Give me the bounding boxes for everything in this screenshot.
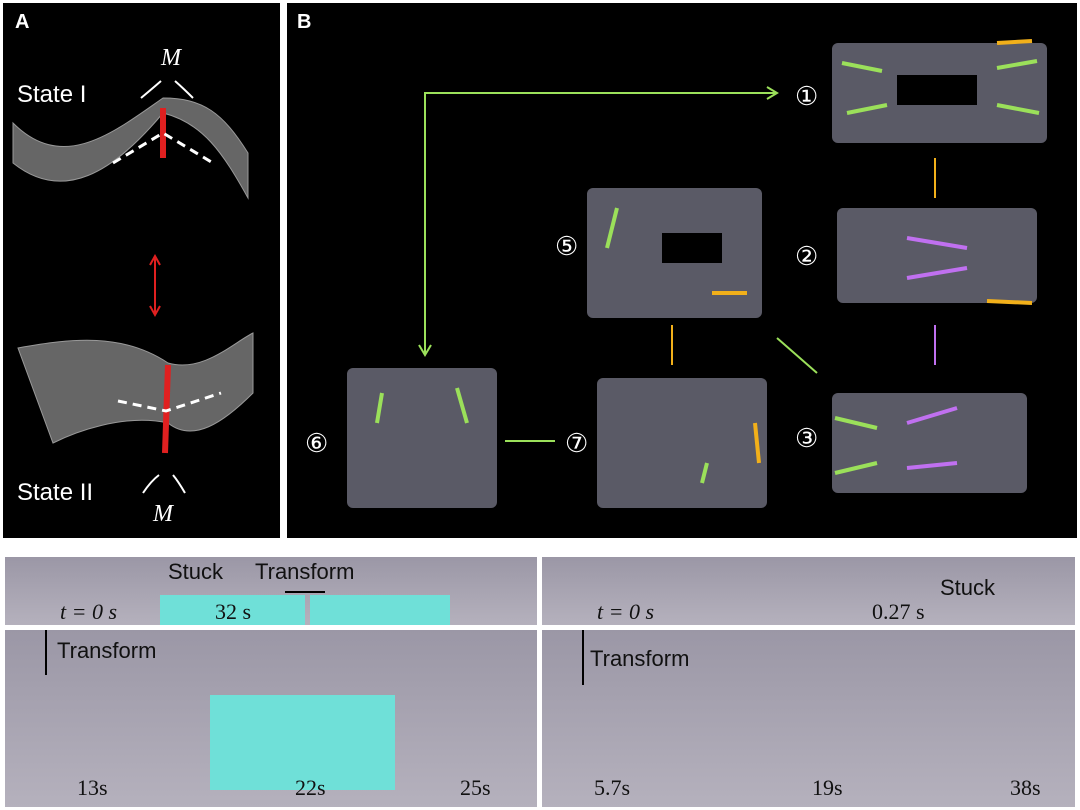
time-left-25: 25s <box>460 775 491 800</box>
right-arrow <box>285 591 325 593</box>
strip-state-1 <box>12 97 249 200</box>
moment-arrows-1 <box>140 80 194 99</box>
state-2-number: ② <box>795 241 819 271</box>
fold-dash-1 <box>112 131 214 165</box>
fold-dash-2 <box>117 391 222 413</box>
photo-right-top: Stuck t = 0 s 0.27 s <box>542 557 1075 625</box>
state-5-number: ⑤ <box>555 231 579 261</box>
moment-label-1: M <box>161 45 181 71</box>
time-right-57: 5.7s <box>594 775 631 800</box>
panel-b-label: B <box>297 11 312 33</box>
photo-left-top: Stuck Transform t = 0 s 32 s <box>5 557 537 625</box>
config-2 <box>837 208 1037 303</box>
panel-a-graphic <box>12 80 254 494</box>
config-7 <box>597 378 767 508</box>
time-left-32: 32 s <box>215 599 252 624</box>
time-right-38: 38s <box>1010 775 1041 800</box>
transform-label-top: Transform <box>255 559 355 584</box>
down-arrow-right <box>582 630 584 685</box>
origami-mat-1 <box>160 595 305 625</box>
transform-label-right: Transform <box>590 646 690 671</box>
panel-a-label: A <box>15 11 30 33</box>
panel-b-graphic <box>347 39 1047 508</box>
panel-b: B ① ② ③ ⑤ ⑥ ⑦ <box>287 3 1077 538</box>
hinge-red-2 <box>162 364 171 454</box>
strip-state-2 <box>17 332 254 444</box>
moment-label-2: M <box>153 501 173 527</box>
time-right-027: 0.27 s <box>872 599 925 624</box>
time-right-0: t = 0 s <box>597 599 655 624</box>
state-6-number: ⑥ <box>305 428 329 458</box>
config-6 <box>347 368 497 508</box>
down-arrow-left <box>45 630 47 675</box>
state-2-label: State II <box>17 479 94 506</box>
transform-label-bottom-left: Transform <box>57 638 157 663</box>
config-3 <box>832 393 1027 493</box>
state-1-label: State I <box>17 81 87 108</box>
photo-right-bottom: Transform 5.7s 19s 38s <box>542 630 1075 807</box>
panel-a: A State I M State II M <box>3 3 280 538</box>
origami-mat-2 <box>310 595 450 625</box>
state-3-number: ③ <box>795 423 819 453</box>
state-1-number: ① <box>795 81 819 111</box>
origami-mat-3 <box>210 695 395 790</box>
moment-arrows-2 <box>142 474 186 494</box>
time-left-13: 13s <box>77 775 108 800</box>
time-left-0: t = 0 s <box>60 599 118 624</box>
photo-left-bottom: Transform 13s 22s 25s <box>5 630 537 807</box>
stuck-label-right: Stuck <box>940 575 996 600</box>
time-left-22: 22s <box>295 775 326 800</box>
time-right-19: 19s <box>812 775 843 800</box>
stuck-label-left: Stuck <box>168 559 224 584</box>
state-7-number: ⑦ <box>565 428 589 458</box>
green-arrow-6-to-1 <box>424 92 775 353</box>
green-arrow-5-3 <box>776 337 818 374</box>
